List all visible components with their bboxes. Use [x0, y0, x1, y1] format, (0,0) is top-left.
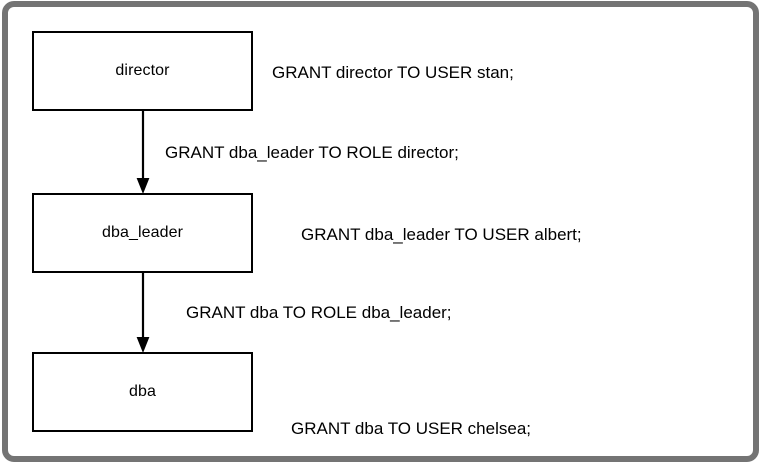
annotation-dba-grants: GRANT dba TO USER chelsea; GRANT dba TO … [291, 366, 531, 474]
role-node-label: director [115, 62, 170, 79]
role-node-dba-leader[interactable]: dba_leader [32, 193, 253, 273]
role-node-label: dba [129, 383, 156, 400]
arrow-dba-leader-to-dba-icon [136, 272, 150, 353]
annotation-dba-leader-grant: GRANT dba_leader TO USER albert; [301, 225, 582, 244]
annotation-dba-grant-line-1: GRANT dba TO USER chelsea; [291, 419, 531, 438]
role-node-dba[interactable]: dba [32, 352, 253, 432]
edge-label-dba-leader-to-dba: GRANT dba TO ROLE dba_leader; [186, 303, 452, 322]
edge-label-director-to-dba-leader: GRANT dba_leader TO ROLE director; [165, 143, 459, 162]
role-node-label: dba_leader [101, 224, 184, 241]
annotation-director-grant: GRANT director TO USER stan; [272, 63, 514, 82]
role-node-director[interactable]: director [32, 31, 253, 111]
arrow-director-to-dba-leader-icon [136, 110, 150, 194]
